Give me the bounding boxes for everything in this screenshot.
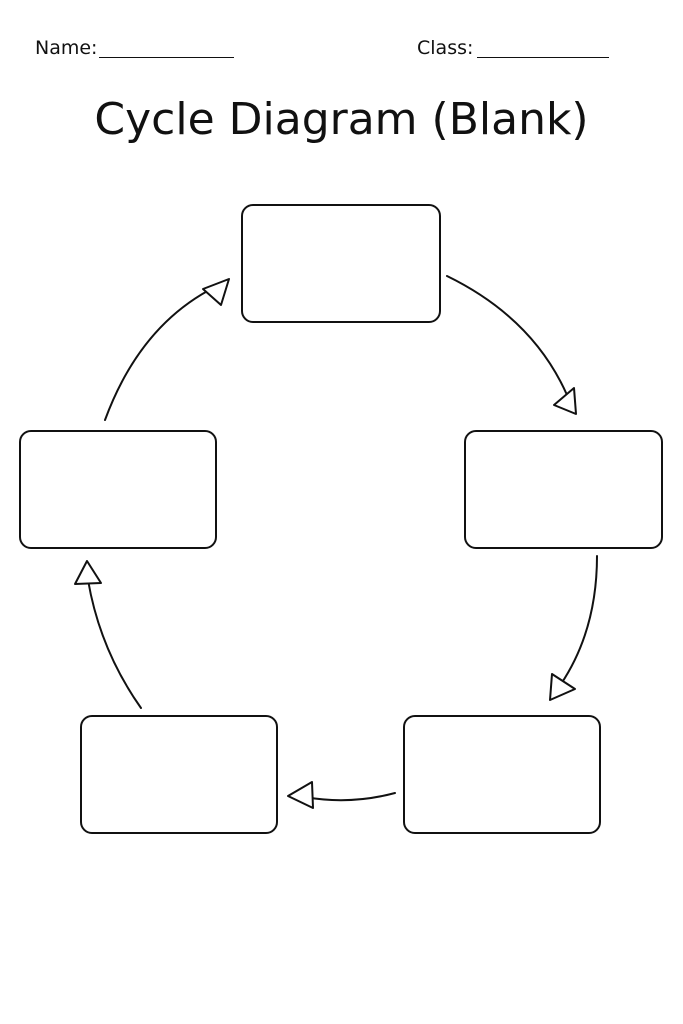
name-blank-line[interactable] — [99, 57, 234, 58]
arrowhead-left — [74, 560, 102, 585]
arrowhead-bottom-left — [287, 781, 314, 809]
cycle-box-5[interactable] — [19, 430, 217, 549]
arrow-bottom-left-to-left — [87, 579, 142, 709]
arrow-bottom-right-to-bottom-left — [304, 792, 396, 802]
arrowhead-bottom-right — [549, 673, 576, 701]
class-blank-line[interactable] — [477, 57, 609, 58]
cycle-box-3[interactable] — [403, 715, 601, 834]
class-label: Class: — [417, 37, 474, 59]
name-label: Name: — [35, 37, 98, 59]
cycle-box-4[interactable] — [80, 715, 278, 834]
arrow-top-to-right — [446, 275, 568, 396]
cycle-box-1[interactable] — [241, 204, 441, 323]
arrow-right-to-bottom-right — [560, 555, 598, 685]
page-title: Cycle Diagram (Blank) — [94, 94, 589, 145]
arrowhead-top — [202, 278, 230, 306]
arrow-left-to-top — [104, 286, 216, 421]
arrowhead-right — [553, 387, 577, 415]
cycle-box-2[interactable] — [464, 430, 663, 549]
